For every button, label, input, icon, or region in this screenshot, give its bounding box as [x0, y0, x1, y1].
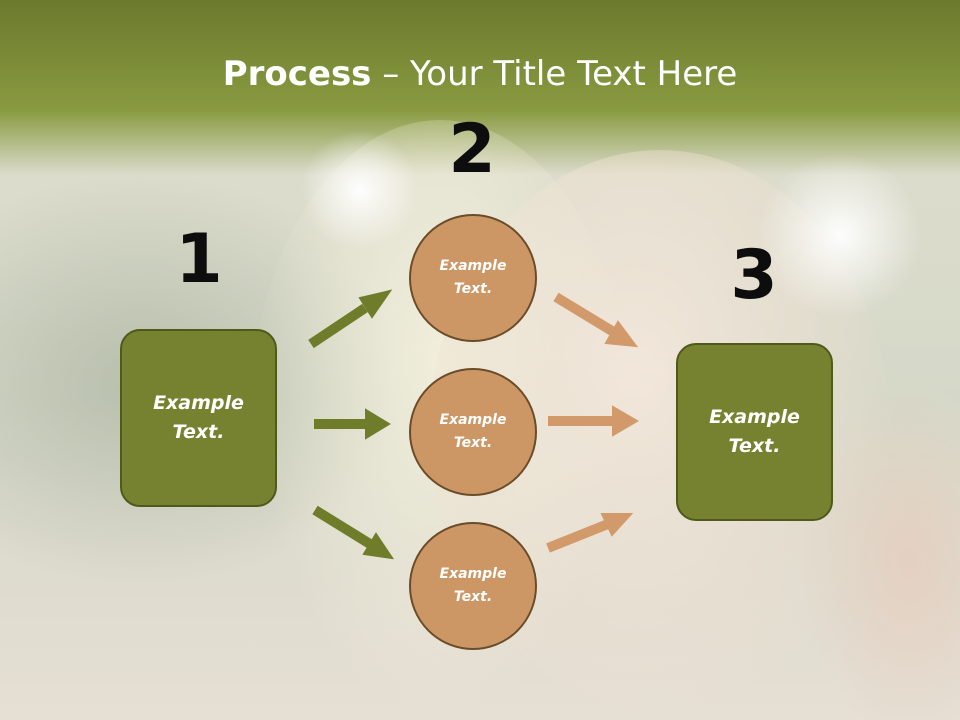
arrow-from-top-circle: [553, 292, 615, 336]
slide-title: Process – Your Title Text Here: [0, 52, 960, 96]
arrowhead-bot-left: [362, 532, 395, 560]
circle-top-text: Example Text.: [439, 258, 507, 297]
arrowhead-top-right: [604, 320, 639, 348]
step-2-circle-bottom: Example Text.: [409, 522, 537, 650]
step-number-1: 1: [175, 220, 223, 299]
green-arrows: [308, 289, 395, 560]
step-3-box: Example Text.: [676, 343, 833, 521]
step-2-circle-top: Example Text.: [409, 214, 537, 342]
title-bold: Process: [222, 54, 372, 94]
step-number-2: 2: [448, 110, 496, 189]
step-1-text: Example Text.: [153, 392, 244, 443]
step-3-text: Example Text.: [709, 406, 800, 457]
circle-middle-text: Example Text.: [439, 412, 507, 451]
step-1-box: Example Text.: [120, 329, 277, 507]
arrowhead-mid-right: [612, 405, 639, 437]
arrow-to-top-circle: [308, 303, 368, 349]
title-rest: – Your Title Text Here: [371, 54, 738, 94]
arrowhead-top-left: [358, 289, 393, 319]
tan-arrows: [546, 292, 639, 553]
circle-bottom-text: Example Text.: [439, 566, 507, 605]
arrow-to-bot-circle: [312, 505, 373, 549]
arrowhead-mid-left: [365, 408, 391, 440]
arrowhead-bot-right: [600, 513, 634, 537]
arrow-from-bot-circle: [546, 519, 610, 553]
step-number-3: 3: [730, 236, 778, 315]
step-2-circle-middle: Example Text.: [409, 368, 537, 496]
